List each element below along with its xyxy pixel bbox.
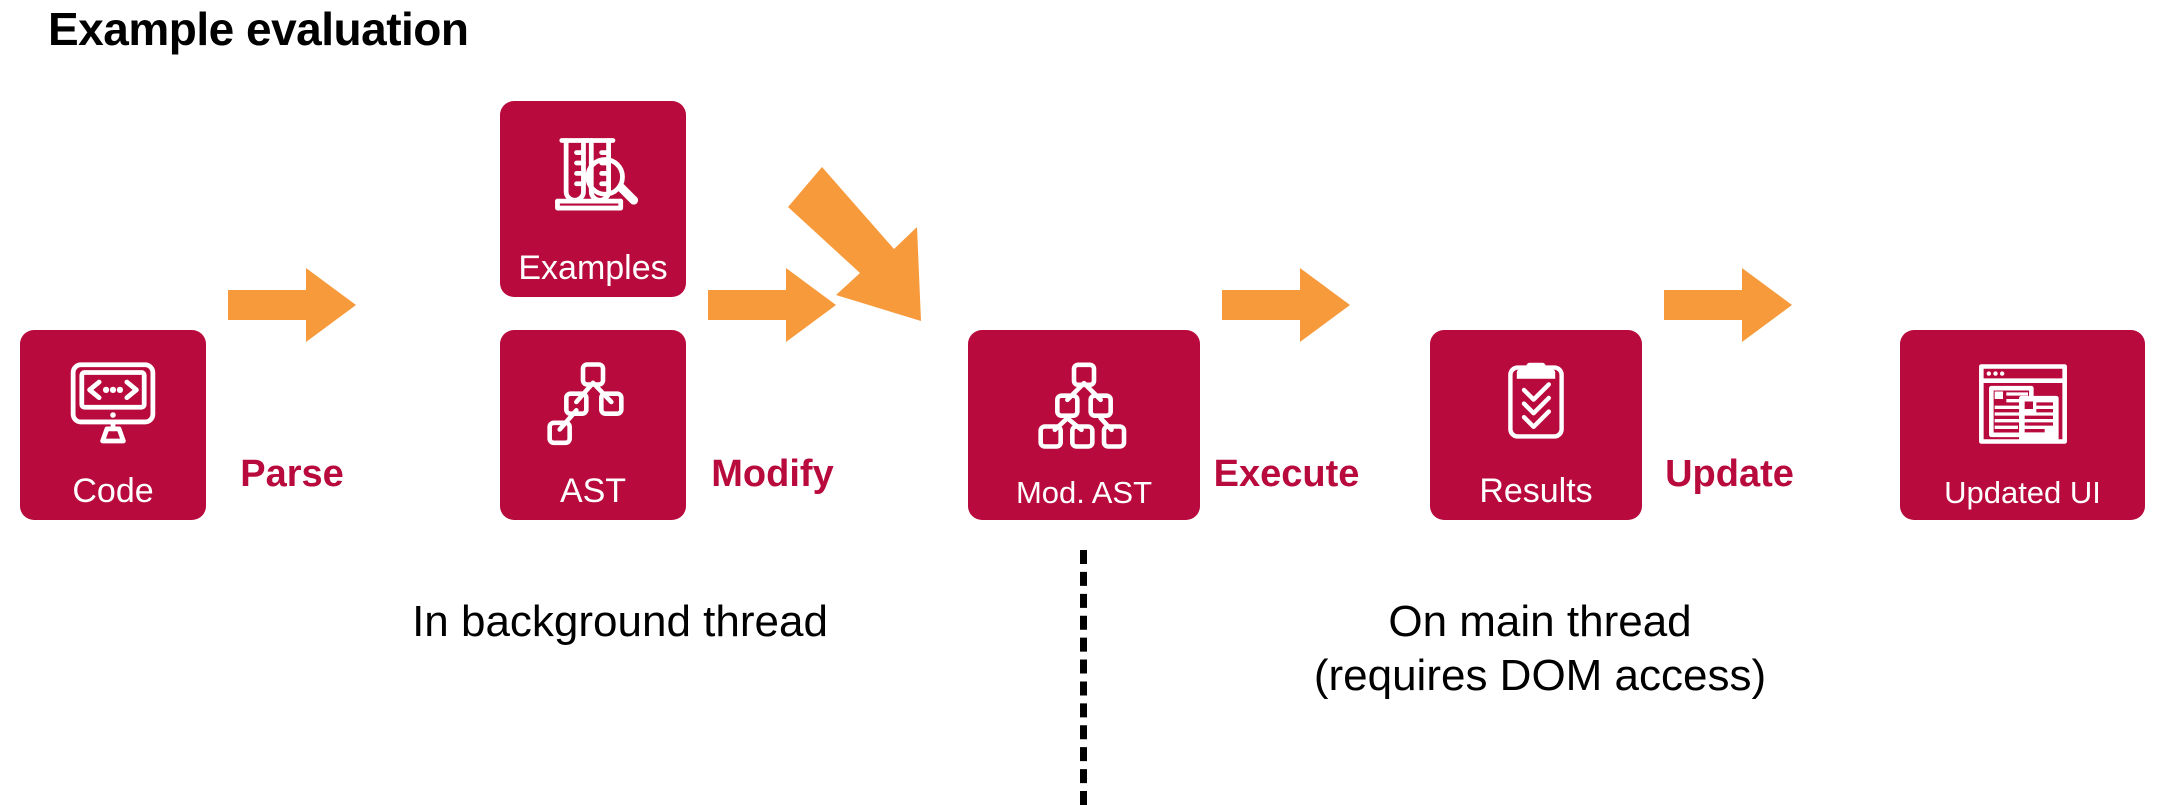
caption-main-thread: On main thread (requires DOM access)	[1180, 595, 1900, 702]
caption-main-thread-line1: On main thread	[1388, 597, 1692, 646]
node-label: Mod. AST	[1015, 475, 1153, 510]
arrow-execute	[1222, 268, 1350, 342]
arrow-label-update: Update	[1665, 453, 1794, 495]
node-label: Code	[72, 472, 154, 510]
node-updated-ui[interactable]: Updated UI	[1900, 330, 2145, 520]
caption-main-thread-line2: (requires DOM access)	[1313, 650, 1767, 700]
node-examples[interactable]: Examples	[500, 101, 686, 297]
arrow-label-modify: Modify	[711, 453, 834, 495]
arrow-modify	[708, 268, 836, 342]
node-ast[interactable]: AST	[500, 330, 686, 520]
node-code[interactable]: Code	[20, 330, 206, 520]
arrow-label-execute: Execute	[1213, 453, 1360, 495]
clipboard-checklist-icon	[1430, 330, 1642, 474]
test-tubes-magnifier-icon	[500, 101, 686, 251]
node-mod-ast[interactable]: Mod. AST	[968, 330, 1200, 520]
node-label: Results	[1479, 472, 1593, 510]
monitor-code-icon	[20, 330, 206, 474]
arrow-examples-to-mod-ast	[770, 145, 940, 340]
thread-divider-dashed-line	[1080, 550, 1087, 805]
tree-large-icon	[968, 330, 1200, 477]
arrow-label-parse: Parse	[240, 453, 344, 495]
arrow-update	[1664, 268, 1792, 342]
node-results[interactable]: Results	[1430, 330, 1642, 520]
node-label: AST	[559, 472, 627, 510]
tree-small-icon	[500, 330, 686, 474]
node-label: Updated UI	[1944, 475, 2101, 510]
node-label: Examples	[518, 249, 668, 287]
page-title: Example evaluation	[48, 3, 469, 55]
browser-window-icon	[1900, 330, 2145, 477]
caption-background-thread: In background thread	[412, 597, 828, 646]
arrow-parse	[228, 268, 356, 342]
